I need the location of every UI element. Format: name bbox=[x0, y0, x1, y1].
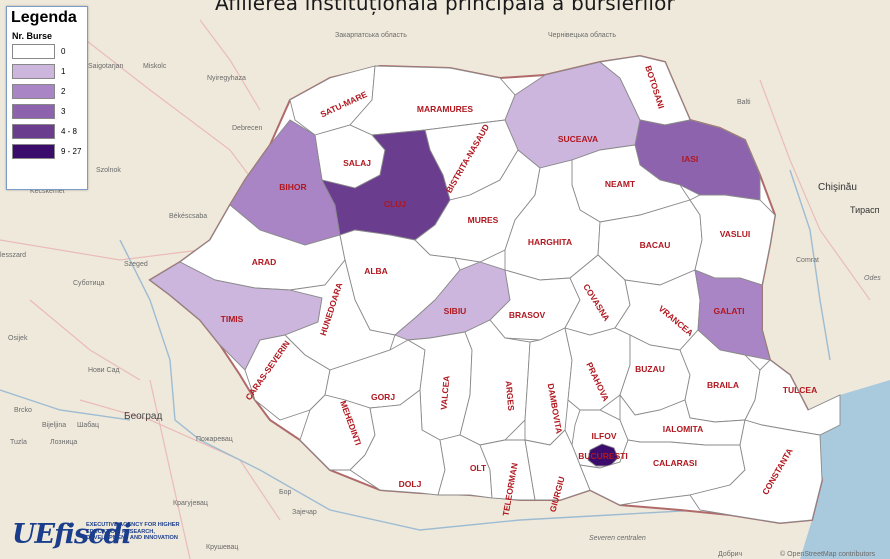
county-label: NEAMT bbox=[605, 179, 636, 189]
legend-item: 1 bbox=[7, 64, 87, 81]
basemap-label: Szeged bbox=[124, 261, 148, 268]
basemap-label: Kecskemét bbox=[30, 188, 65, 195]
basemap-label: © OpenStreetMap contributors bbox=[780, 550, 876, 558]
legend-label: 4 - 8 bbox=[61, 127, 78, 136]
counties-layer bbox=[149, 55, 841, 524]
legend-label: 3 bbox=[61, 107, 66, 116]
basemap-label: Balti bbox=[737, 99, 751, 106]
county-label: SALAJ bbox=[343, 158, 371, 168]
county-label: GORJ bbox=[371, 392, 395, 402]
county-label: TULCEA bbox=[783, 385, 817, 395]
county-constanta[interactable] bbox=[689, 419, 823, 524]
county-label: IASI bbox=[682, 154, 699, 164]
county-label: MARAMURES bbox=[417, 104, 474, 114]
basemap-label: Saigotarjan bbox=[88, 63, 124, 70]
basemap-label: Szolnok bbox=[96, 167, 121, 174]
county-label: ARAD bbox=[252, 257, 277, 267]
county-label: BRAILA bbox=[707, 380, 739, 390]
basemap-label: Chişinău bbox=[818, 182, 857, 193]
county-label: ALBA bbox=[364, 266, 388, 276]
basemap-labels: Закарпатська область Чернівецька область… bbox=[0, 31, 881, 558]
basemap-label: Добрич bbox=[718, 550, 743, 558]
map-title: Afilierea instituțională principală a bu… bbox=[215, 0, 675, 15]
basemap-label: Comrat bbox=[796, 257, 819, 264]
basemap-label: Београд bbox=[124, 411, 162, 422]
basemap-label: Brcko bbox=[14, 407, 32, 414]
basemap-label: Чернівецька область bbox=[548, 31, 616, 39]
basemap-label: Severen centralen bbox=[589, 535, 646, 542]
county-label: SIBIU bbox=[444, 306, 467, 316]
county-label: HARGHITA bbox=[528, 237, 572, 247]
legend-item: 9 - 27 bbox=[7, 144, 87, 161]
basemap-label: Закарпатська область bbox=[335, 31, 407, 39]
basemap-label: Пожаревац bbox=[196, 436, 233, 443]
basemap-rivers bbox=[0, 169, 831, 531]
county-vaslui[interactable] bbox=[689, 194, 776, 286]
basemap-label: Бор bbox=[279, 489, 291, 496]
county-label: BUZAU bbox=[635, 364, 665, 374]
basemap-label: Miskolc bbox=[143, 63, 167, 70]
county-label: CALARASI bbox=[653, 458, 697, 468]
basemap-label: Tuzla bbox=[10, 439, 27, 446]
legend-label: 1 bbox=[61, 67, 66, 76]
county-label: GALATI bbox=[713, 306, 744, 316]
legend-swatch bbox=[12, 124, 55, 139]
county-label: BACAU bbox=[640, 240, 671, 250]
basemap-label: Нови Сад bbox=[88, 367, 120, 374]
basemap-label: Békéscsaba bbox=[169, 213, 207, 220]
logo-text: EXECUTIVE AGENCY FOR HIGHER EDUCATION, R… bbox=[86, 522, 180, 541]
county-label: MURES bbox=[468, 215, 499, 225]
county-label: ILFOV bbox=[591, 431, 616, 441]
basemap-label: Nyiregyhaza bbox=[207, 75, 246, 82]
legend-swatch bbox=[12, 44, 55, 59]
county-label: DOLJ bbox=[399, 479, 422, 489]
basemap-label: Крагујевац bbox=[173, 500, 208, 507]
basemap-label: lesszard bbox=[0, 252, 26, 259]
legend-title: Legenda bbox=[11, 9, 77, 26]
uefiscdi-logo: UEfiscdi EXECUTIVE AGENCY FOR HIGHER EDU… bbox=[12, 519, 192, 559]
county-bucuresti[interactable] bbox=[587, 443, 619, 467]
legend-item: 0 bbox=[7, 44, 87, 61]
basemap-label: Крушевац bbox=[206, 544, 238, 551]
basemap-label: Суботица bbox=[73, 279, 105, 287]
legend-panel: Legenda Nr. Burse 0 1 2 3 4 - 8 9 - 27 bbox=[6, 6, 88, 190]
basemap-label: Лозница bbox=[50, 439, 77, 446]
county-label: ARGES bbox=[504, 380, 517, 411]
county-label: VALCEA bbox=[439, 375, 452, 410]
county-label: BIHOR bbox=[279, 182, 306, 192]
basemap-label: Шабац bbox=[77, 421, 99, 429]
legend-item: 3 bbox=[7, 104, 87, 121]
county-label: BRASOV bbox=[509, 310, 546, 320]
basemap-label: Тирасп bbox=[850, 205, 880, 215]
county-label: IALOMITA bbox=[663, 424, 703, 434]
legend-item: 4 - 8 bbox=[7, 124, 87, 141]
county-label: BUCURESTI bbox=[578, 451, 628, 461]
basemap-label: Debrecen bbox=[232, 125, 262, 132]
county-label: SUCEAVA bbox=[558, 134, 598, 144]
legend-swatch bbox=[12, 144, 55, 159]
basemap-label: Зајечар bbox=[292, 509, 317, 516]
basemap-label: Bijeljina bbox=[42, 422, 66, 429]
county-tulcea[interactable] bbox=[744, 359, 841, 436]
legend-swatch bbox=[12, 104, 55, 119]
legend-label: 0 bbox=[61, 47, 66, 56]
legend-label: 9 - 27 bbox=[61, 147, 82, 156]
logo-mark: UEfiscdi bbox=[12, 519, 132, 550]
county-label: OLT bbox=[470, 463, 487, 473]
county-arges[interactable] bbox=[459, 319, 531, 446]
legend-label: 2 bbox=[61, 87, 66, 96]
county-label: CLUJ bbox=[384, 199, 406, 209]
legend-swatch bbox=[12, 64, 55, 79]
county-label: TIMIS bbox=[221, 314, 244, 324]
basemap-label: Odes bbox=[864, 275, 881, 282]
county-label: VASLUI bbox=[720, 229, 751, 239]
basemap-label: Osijek bbox=[8, 335, 28, 342]
legend-item: 2 bbox=[7, 84, 87, 101]
legend-swatch bbox=[12, 84, 55, 99]
legend-subtitle: Nr. Burse bbox=[12, 31, 53, 41]
